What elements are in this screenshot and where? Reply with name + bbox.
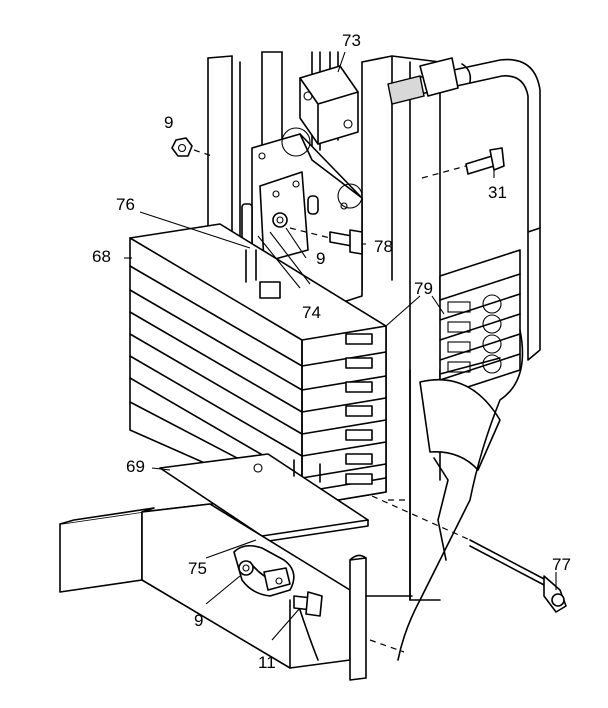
callout-9-top: 9 — [164, 113, 173, 132]
shroud-cover — [397, 329, 524, 661]
part-73-bracket — [299, 65, 359, 145]
bolt-78 — [289, 227, 363, 255]
nut-9-middle — [272, 212, 288, 228]
callout-labels: 73 9 31 76 78 9 68 74 79 69 75 77 9 11 — [92, 31, 571, 672]
handle-bar — [387, 57, 541, 361]
callout-69: 69 — [126, 457, 145, 476]
callout-79: 79 — [414, 279, 433, 298]
bolt-31 — [421, 147, 505, 179]
nut-9-top — [171, 137, 213, 157]
callout-78: 78 — [374, 237, 393, 256]
rear-weight-stack — [419, 249, 521, 471]
callout-75: 75 — [188, 559, 207, 578]
selector-pin-77 — [371, 495, 567, 613]
callout-31: 31 — [488, 183, 507, 202]
weight-stack-68 — [129, 223, 387, 507]
callout-9-middle: 9 — [316, 249, 325, 268]
bolt-11 — [293, 591, 323, 661]
lower-rod — [349, 554, 413, 681]
alignment-lines — [369, 499, 410, 653]
bracket-75 — [233, 544, 295, 597]
nut-9-bottom — [238, 560, 254, 576]
callout-11: 11 — [258, 653, 276, 672]
callout-68: 68 — [92, 247, 111, 266]
leader-lines — [124, 51, 557, 641]
callout-73: 73 — [342, 31, 361, 50]
callout-77: 77 — [552, 555, 571, 574]
callout-74: 74 — [302, 303, 321, 322]
callout-76: 76 — [116, 195, 135, 214]
callout-9-bottom: 9 — [194, 611, 203, 630]
